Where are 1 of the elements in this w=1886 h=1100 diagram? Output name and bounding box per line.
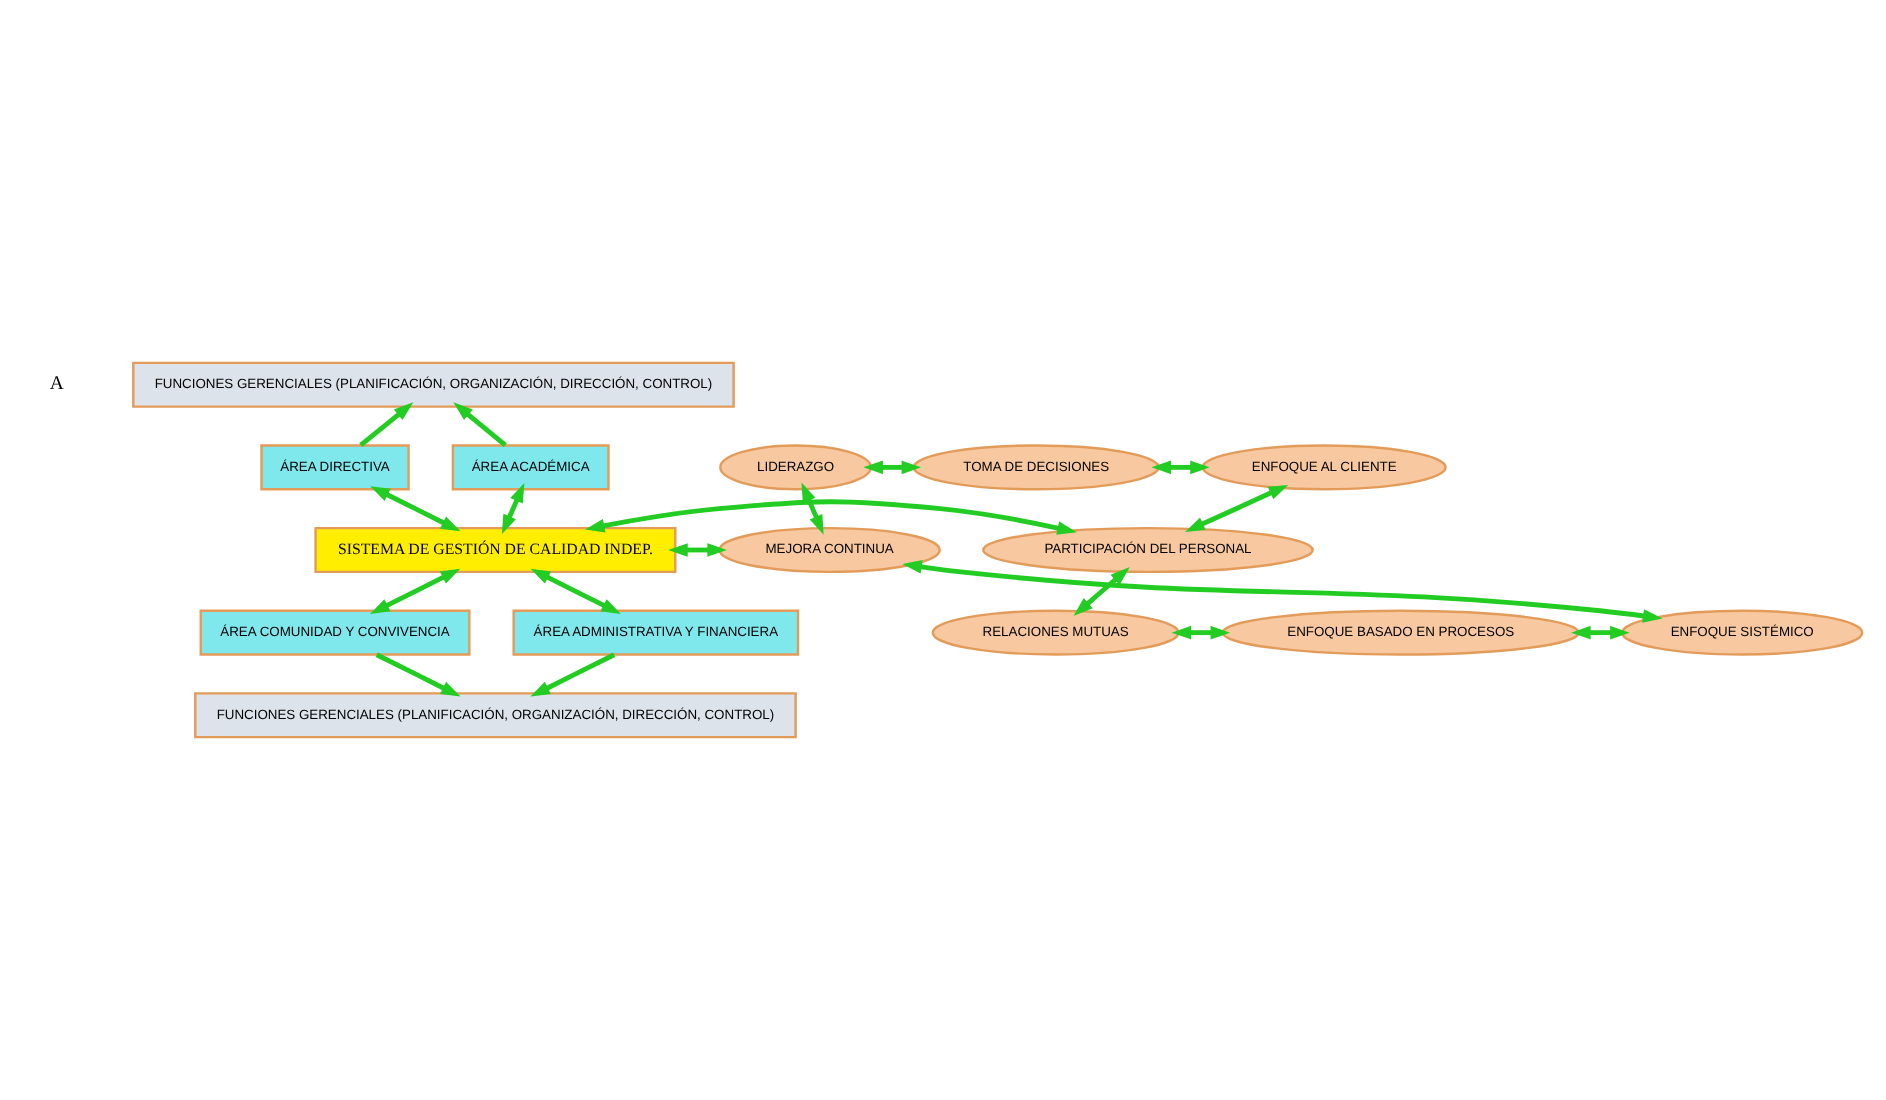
- label: A: [49, 373, 64, 396]
